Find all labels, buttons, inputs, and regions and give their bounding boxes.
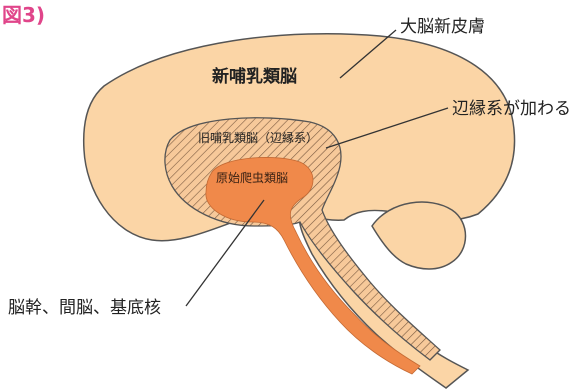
- figure-label: 図3): [2, 3, 45, 27]
- region-label-reptilian: 原始爬虫類脳: [216, 171, 288, 185]
- callout-brainstem: 脳幹、間脳、基底核: [8, 297, 161, 318]
- region-label-neomammalian: 新哺乳類脳: [212, 66, 297, 87]
- cerebellum-lobe-shape: [372, 202, 466, 269]
- callout-cortex: 大脳新皮膚: [400, 17, 485, 37]
- region-label-paleomammalian: 旧哺乳類脳（辺縁系）: [198, 130, 318, 145]
- callout-limbic: 辺縁系が加わる: [452, 99, 571, 119]
